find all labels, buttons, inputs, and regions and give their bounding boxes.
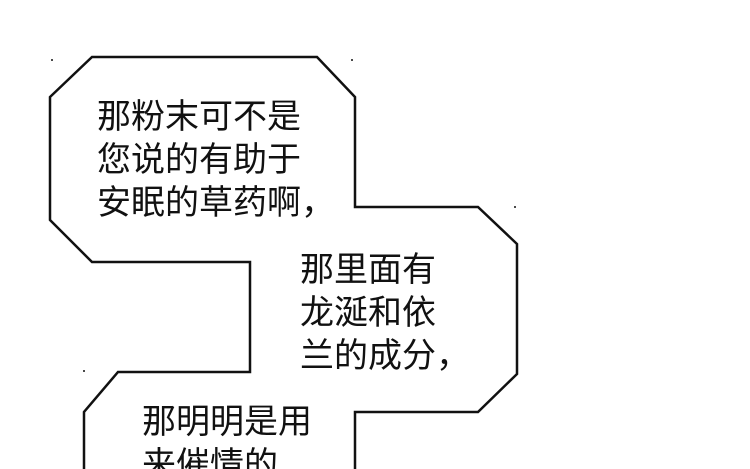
- bubble-1-line-3: 安眠的草药啊，: [97, 183, 335, 223]
- bubble-2-line-1: 那里面有: [300, 250, 436, 290]
- bubble-2-line-2: 龙涎和依: [300, 293, 436, 333]
- ink-speck: [83, 370, 85, 372]
- bubble-3-line-2: 来催情的: [142, 445, 278, 469]
- bubble-1-line-2: 您说的有助于: [97, 140, 301, 180]
- ink-speck: [351, 59, 353, 61]
- bubble-1-line-1: 那粉末可不是: [97, 97, 301, 137]
- ink-speck: [514, 206, 516, 208]
- bubble-2-line-3: 兰的成分，: [300, 336, 470, 376]
- bubble-3-line-1: 那明明是用: [142, 402, 312, 442]
- ink-speck: [51, 59, 53, 61]
